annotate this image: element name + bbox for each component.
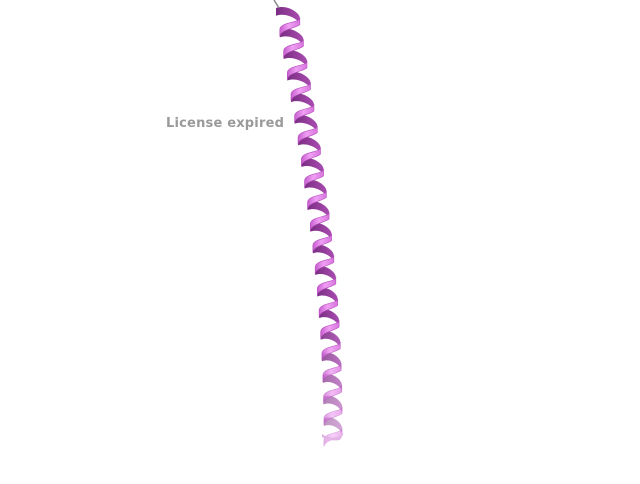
helix-turn-front — [287, 60, 308, 80]
helix-turn-back — [320, 330, 341, 349]
helix-turn-front — [279, 17, 301, 37]
helix-turn-front — [322, 363, 342, 383]
helix-turn-front — [316, 276, 337, 296]
helix-turn-back — [312, 244, 334, 263]
helix-turn-back — [322, 374, 342, 392]
helix-turn-front — [297, 125, 318, 145]
helix-turn-back — [276, 6, 300, 25]
helix-turn-back — [283, 50, 308, 68]
helix-turn-back — [310, 222, 332, 241]
helix-turn-front — [323, 384, 343, 404]
helix-turn-front — [321, 341, 341, 361]
license-watermark: License expired — [166, 116, 285, 131]
helix-front-strands — [279, 17, 344, 447]
helix-turn-front — [318, 298, 338, 318]
helix-turn-front — [312, 233, 332, 253]
helix-turn-back — [323, 395, 343, 414]
helix-turn-back — [317, 287, 338, 306]
helix-turn-back — [287, 71, 311, 90]
helix-turn-front — [304, 168, 324, 188]
helix-turn-front — [323, 406, 343, 426]
helix-turn-front — [301, 147, 321, 167]
helix-turn-front — [310, 212, 330, 231]
helix-turn-back — [298, 136, 321, 155]
helix-turn-back — [301, 158, 324, 176]
helix-turn-front — [283, 39, 304, 59]
helix-turn-front — [320, 320, 340, 339]
helix-n-terminus-stub — [273, 0, 280, 9]
helix-turn-back — [279, 28, 304, 47]
helix-turn-back — [304, 179, 327, 198]
helix-turn-front — [294, 104, 315, 123]
helix-turn-back — [323, 417, 343, 435]
helix-c-terminus — [322, 433, 344, 441]
helix-turn-front — [290, 82, 311, 102]
helix-turn-front — [307, 190, 327, 210]
helix-turn-back — [319, 309, 340, 327]
helix-turn-front — [314, 255, 335, 275]
helix-turn-back — [307, 201, 330, 219]
helix-back-strands — [276, 6, 343, 435]
helix-turn-back — [294, 114, 318, 133]
helix-turn-back — [291, 93, 314, 111]
helix-turn-back — [315, 266, 336, 284]
helix-turn-back — [321, 352, 342, 371]
